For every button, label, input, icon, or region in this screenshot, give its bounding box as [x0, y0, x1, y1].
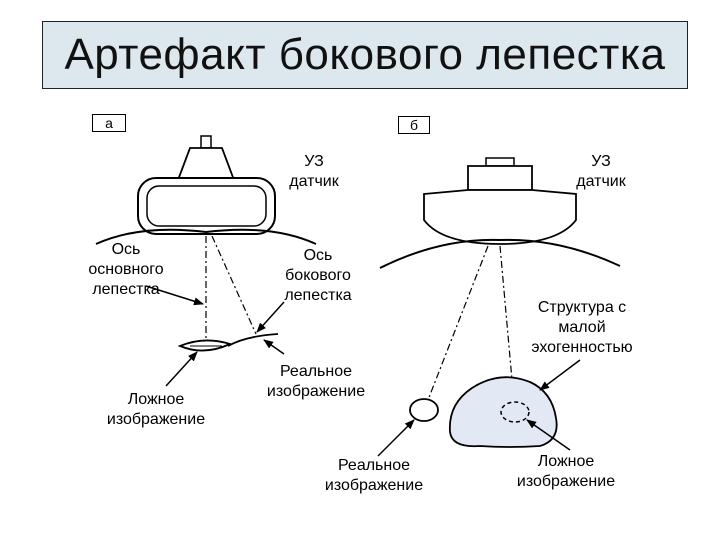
probe-b [423, 157, 577, 245]
title-banner: Артефакт бокового лепестка [42, 21, 688, 89]
structure-label-line3: эхогенностью [531, 339, 633, 356]
main-lobe-axis-b [499, 245, 515, 403]
probe-label-a-line2: датчик [289, 173, 339, 190]
arrow-side-axis [256, 301, 285, 333]
probe-label-b: УЗ датчик [566, 152, 636, 192]
low-echo-structure [449, 376, 558, 448]
structure-label-line2: малой [558, 319, 606, 336]
arrow-real-b [377, 419, 415, 457]
probe-a [137, 135, 276, 235]
side-lobe-axis-b [427, 245, 489, 401]
real-image-label-b: Реальное изображение [310, 456, 438, 496]
structure-label-line1: Структура с [537, 299, 627, 316]
side-lobe-label-line3: лепестка [284, 287, 352, 304]
false-image-label-a: Ложное изображение [92, 390, 220, 430]
side-lobe-label: Ось бокового лепестка [268, 246, 368, 306]
skin-surface-a [95, 228, 317, 245]
false-image-label-b: Ложное изображение [500, 452, 632, 492]
panel-b-tag: б [398, 116, 430, 134]
real-image-label-b-line2: изображение [324, 477, 424, 494]
false-image-b [500, 401, 530, 423]
main-lobe-label-line1: Ось [111, 241, 141, 258]
real-image-label-b-line1: Реальное [337, 457, 411, 474]
side-lobe-label-line2: бокового [285, 267, 351, 284]
main-lobe-label: Ось основного лепестка [76, 240, 176, 300]
side-lobe-label-line1: Ось [303, 247, 333, 264]
skin-surface-b [379, 238, 621, 269]
false-image-label-b-line1: Ложное [537, 453, 595, 470]
probe-label-a: УЗ датчик [280, 152, 348, 192]
probe-label-b-line1: УЗ [591, 153, 611, 170]
page-title: Артефакт бокового лепестка [64, 30, 666, 79]
structure-label: Структура с малой эхогенностью [514, 298, 650, 358]
real-image-label-a: Реальное изображение [252, 362, 380, 402]
real-image-label-a-line1: Реальное [279, 363, 353, 380]
arrow-structure [539, 359, 581, 391]
arrow-real-a [263, 339, 285, 355]
false-image-label-a-line2: изображение [106, 411, 206, 428]
side-lobe-axis [211, 235, 257, 335]
false-image-label-a-line1: Ложное [127, 391, 185, 408]
arrow-main-axis [145, 285, 204, 306]
main-lobe-label-line3: лепестка [92, 281, 160, 298]
arrow-false-b [526, 419, 571, 451]
probe-label-a-line1: УЗ [304, 153, 324, 170]
false-image-label-b-line2: изображение [516, 473, 616, 490]
main-lobe-label-line2: основного [88, 261, 164, 278]
arrow-false-a [165, 351, 198, 387]
panel-a-tag: а [92, 114, 126, 132]
real-image-label-a-line2: изображение [266, 383, 366, 400]
probe-label-b-line2: датчик [576, 173, 626, 190]
false-image-a [177, 339, 233, 352]
real-image-b [409, 398, 439, 422]
